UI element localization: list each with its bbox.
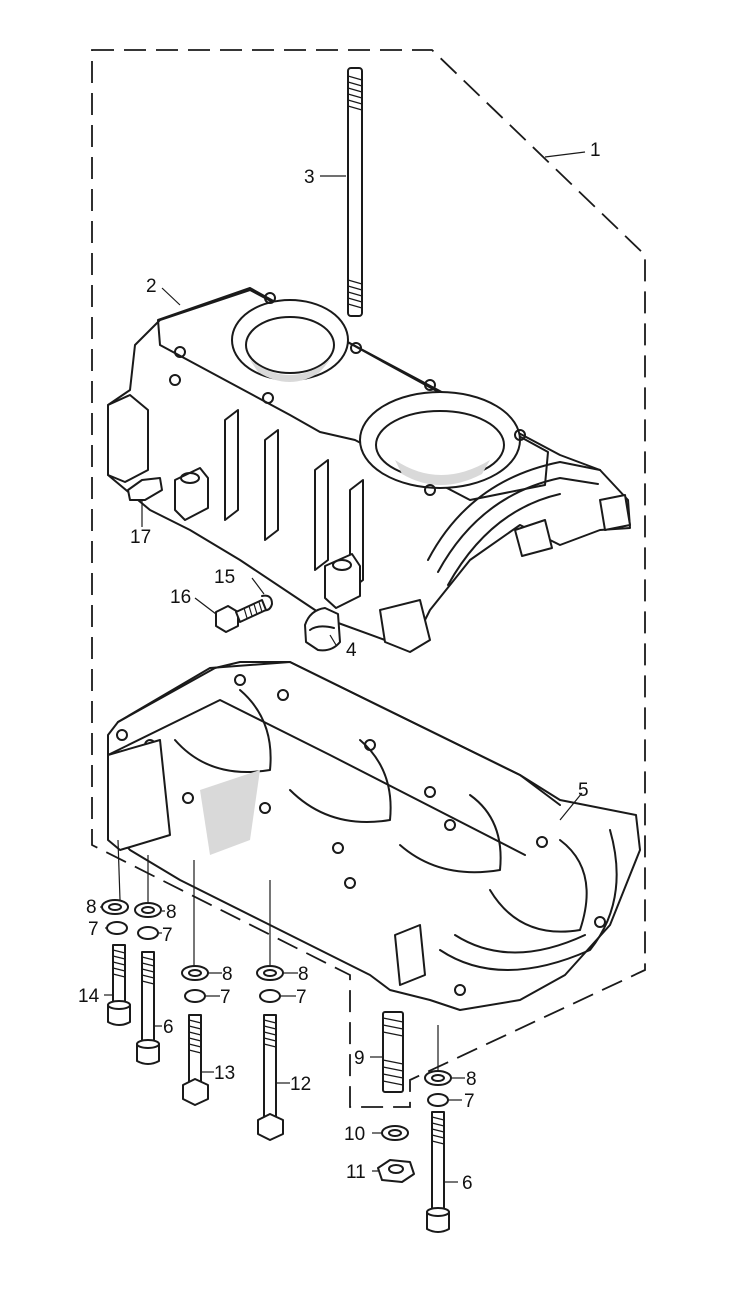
part-9-stud [382, 1011, 404, 1093]
part-8-washer-d [256, 965, 284, 981]
part-7-lockwasher-a [106, 921, 128, 935]
part-5-lower-crankcase [107, 661, 641, 1011]
part-2-upper-crankcase [107, 287, 631, 653]
callout-14: 14 [78, 986, 100, 1007]
callout-labels: 1 3 2 17 15 16 4 5 8 8 7 7 8 7 8 7 14 6 … [78, 140, 601, 1194]
part-8-washer-c [181, 965, 209, 981]
callout-13: 13 [214, 1063, 235, 1084]
part-7-lockwasher-c [184, 989, 206, 1003]
callout-7e: 7 [464, 1091, 475, 1112]
callout-8d: 8 [298, 964, 309, 985]
part-13-bolt [182, 1014, 209, 1106]
callout-7c: 7 [220, 987, 231, 1008]
callout-8b: 8 [166, 902, 177, 923]
assembly-boundary [91, 49, 646, 1108]
callout-8c: 8 [222, 964, 233, 985]
callout-8a: 8 [86, 897, 97, 918]
leader-lines [100, 151, 586, 1183]
callout-1: 1 [590, 140, 601, 161]
part-4-insert [304, 607, 341, 652]
part-10-washer [381, 1125, 409, 1141]
callout-7a: 7 [88, 919, 99, 940]
part-6-bolt-left [136, 951, 160, 1065]
callout-17: 17 [130, 527, 151, 548]
callout-12: 12 [290, 1074, 311, 1095]
callout-4: 4 [346, 640, 357, 661]
callout-15: 15 [214, 567, 235, 588]
part-11-nut [377, 1159, 415, 1183]
callout-3: 3 [304, 167, 315, 188]
callout-7b: 7 [162, 925, 173, 946]
callout-11: 11 [346, 1162, 366, 1183]
part-14-bolt [107, 944, 131, 1026]
part-3-stud [347, 67, 363, 317]
part-7-lockwasher-d [259, 989, 281, 1003]
part-12-bolt [257, 1014, 284, 1141]
callout-6b: 6 [462, 1173, 473, 1194]
callout-5: 5 [578, 780, 589, 801]
part-6-bolt-right [426, 1111, 450, 1233]
callout-10: 10 [344, 1124, 365, 1145]
part-8-washer-a [101, 899, 129, 915]
callout-7d: 7 [296, 987, 307, 1008]
part-8-washer-e [424, 1070, 452, 1086]
callout-9: 9 [354, 1048, 365, 1069]
part-8-washer-b [134, 902, 162, 918]
part-7-lockwasher-e [427, 1093, 449, 1107]
part-7-lockwasher-b [137, 926, 159, 940]
callout-2: 2 [146, 276, 157, 297]
callout-6a: 6 [163, 1017, 174, 1038]
callout-16: 16 [170, 587, 191, 608]
callout-8e: 8 [466, 1069, 477, 1090]
part-16-bolt [215, 599, 267, 633]
